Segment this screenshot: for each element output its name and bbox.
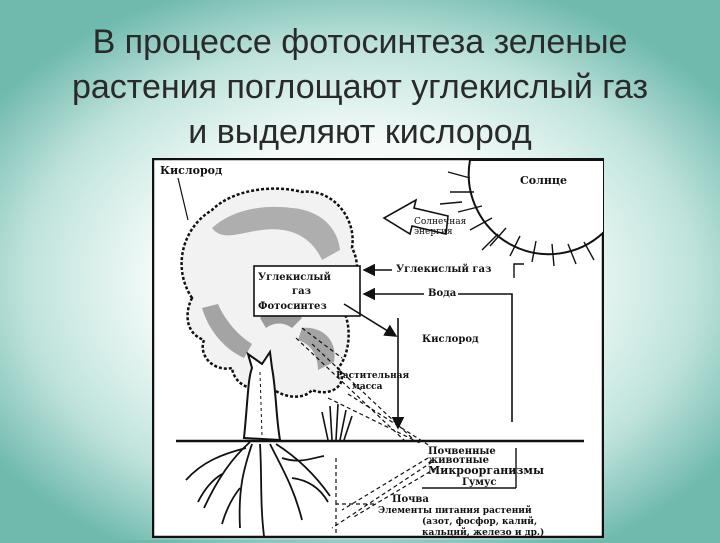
- box-line-1: Углекислый: [258, 272, 331, 283]
- plant-mass-label-1: Растительная: [336, 371, 410, 381]
- title-line-2: растения поглощают углекислый газ: [71, 68, 649, 106]
- soil-label: Почва: [392, 494, 429, 505]
- photosynthesis-box: [253, 265, 361, 317]
- photosynthesis-diagram: Солнце Солнечная энергия Кислород: [151, 157, 605, 539]
- co2-label: Углекислый газ: [396, 264, 491, 275]
- soil-animals-label-1: Почвенные: [428, 446, 496, 457]
- oxygen-top-pointer: [177, 177, 189, 221]
- oxygen-release-arrow: [343, 303, 398, 337]
- water-return-line: [458, 293, 513, 422]
- nutrients-label-2: (азот, фосфор, калий,: [422, 516, 537, 527]
- tree-trunk: [242, 349, 282, 442]
- soil-animals-label-2: животные: [428, 455, 489, 466]
- grass-icon: [321, 403, 353, 441]
- tree-roots: [185, 441, 331, 537]
- water-label: Вода: [428, 288, 457, 299]
- solar-energy-label-2: энергия: [414, 227, 453, 237]
- solar-energy-label-1: Солнечная: [414, 217, 467, 227]
- nutrients-label-1: Элементы питания растений: [378, 505, 532, 516]
- diagram-svg: Солнце Солнечная энергия Кислород: [151, 157, 605, 539]
- plant-mass-label-2: масса: [352, 382, 383, 392]
- oxygen-top-label: Кислород: [160, 164, 222, 177]
- sun-label: Солнце: [520, 174, 567, 187]
- slide-title: В процессе фотосинтеза зеленые растения …: [30, 20, 690, 155]
- decomposition-flows: [295, 327, 437, 529]
- box-line-3: Фотосинтез: [258, 301, 327, 312]
- title-line-1: В процессе фотосинтеза зеленые: [92, 23, 628, 61]
- microorganisms-label: Микроорганизмы: [428, 464, 544, 477]
- solar-energy-arrow: [382, 198, 449, 236]
- humus-label: Гумус: [462, 477, 496, 488]
- oxygen-mid-label: Кислород: [422, 334, 479, 345]
- sun-icon: [439, 159, 605, 267]
- title-line-3: и выделяют кислород: [188, 113, 532, 151]
- box-line-2: газ: [292, 286, 311, 297]
- nutrients-label-3: кальций, железо и др.): [422, 527, 544, 538]
- diagram-frame: [151, 157, 605, 539]
